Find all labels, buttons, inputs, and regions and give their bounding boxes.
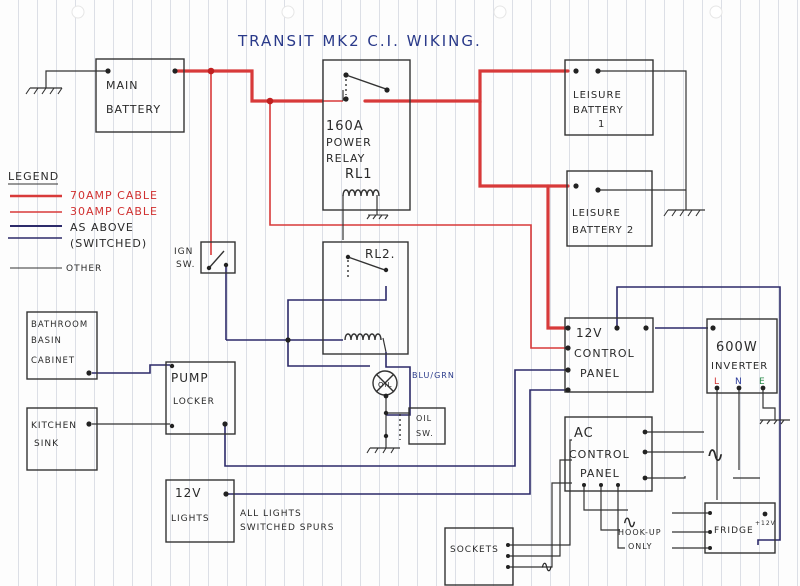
bathroom-box <box>26 311 98 380</box>
relay-contacts <box>208 74 401 440</box>
inverter-terminal-e: E <box>759 377 766 387</box>
svg-text:RL1: RL1 <box>345 167 373 182</box>
inverter-box <box>706 318 778 394</box>
svg-text:BATTERY: BATTERY <box>573 105 624 116</box>
svg-text:BASIN: BASIN <box>31 336 62 346</box>
ac-symbol-icon: ∿ <box>706 443 725 468</box>
svg-text:CABINET: CABINET <box>31 356 75 366</box>
oil-switch-box <box>408 407 446 445</box>
legend: LEGEND 70AMP CABLE 30AMP CABLE AS ABOVE … <box>8 170 158 274</box>
svg-text:SW.: SW. <box>176 260 195 270</box>
fridge-label: FRIDGE <box>714 526 754 536</box>
svg-text:BATTERY 2: BATTERY 2 <box>572 225 634 236</box>
blu-grn-label: BLU/GRN <box>412 371 455 380</box>
sockets-label: SOCKETS <box>450 545 499 555</box>
bathroom-label: BATHROOM <box>31 320 88 330</box>
ac-symbol-icon: ∿ <box>622 512 638 533</box>
fridge-12v-tag: +12V <box>755 520 776 527</box>
svg-text:INVERTER: INVERTER <box>711 361 768 372</box>
ign-switch-label: IGN <box>174 247 193 257</box>
lights-label: 12V <box>175 486 201 500</box>
svg-text:RELAY: RELAY <box>326 152 365 165</box>
main-battery-box <box>95 58 185 133</box>
inverter-terminal-n: N <box>735 377 743 387</box>
pump-label: PUMP <box>171 371 209 385</box>
svg-text:LOCKER: LOCKER <box>173 397 215 407</box>
control12-box <box>564 317 654 393</box>
legend-label-30amp: 30AMP CABLE <box>70 205 158 218</box>
fridge-box <box>704 502 776 554</box>
ign-switch-box <box>200 241 236 274</box>
legend-label-70amp: 70AMP CABLE <box>70 189 158 202</box>
ground-icons <box>25 87 785 454</box>
punch-holes <box>71 5 723 19</box>
relay2-box <box>322 241 409 355</box>
cables-30amp <box>210 71 568 349</box>
diagram-title: TRANSIT MK2 C.I. WIKING. <box>237 32 482 50</box>
ac-panel-box <box>564 416 653 492</box>
svg-text:CONTROL: CONTROL <box>569 448 630 461</box>
pump-box <box>165 361 236 435</box>
svg-text:CONTROL: CONTROL <box>574 347 635 360</box>
relay2-label: RL2. <box>365 247 395 261</box>
svg-text:1: 1 <box>598 119 605 130</box>
svg-text:ONLY: ONLY <box>628 542 653 551</box>
kitchen-box <box>26 407 98 471</box>
svg-text:PANEL: PANEL <box>580 367 620 380</box>
cables-other <box>30 70 790 568</box>
legend-label-other: OTHER <box>66 264 102 274</box>
inverter-terminal-l: L <box>714 377 720 387</box>
relay1-label: 160A <box>326 119 364 134</box>
leisure1-label: LEISURE <box>573 90 622 101</box>
leisure2-label: LEISURE <box>572 208 621 219</box>
terminal-dots <box>86 68 768 569</box>
sockets-box <box>444 527 514 586</box>
legend-label-switched: AS ABOVE <box>70 221 134 234</box>
oil-switch-label: OIL <box>416 414 432 423</box>
leisure1-box <box>564 59 654 136</box>
svg-text:PANEL: PANEL <box>580 467 620 480</box>
lights-box <box>165 479 235 543</box>
relay1-coil-icon <box>342 189 380 197</box>
red-junctions <box>207 67 274 105</box>
inverter-label: 600W <box>716 340 758 355</box>
relay2-coil-icon <box>344 333 382 341</box>
svg-text:BATTERY: BATTERY <box>106 103 161 116</box>
leisure2-box <box>566 170 653 247</box>
oil-lamp-label: OIL <box>378 381 392 389</box>
legend-label-switched-note: (SWITCHED) <box>70 237 147 250</box>
relay1-box <box>322 59 411 211</box>
svg-text:LIGHTS: LIGHTS <box>171 514 210 524</box>
ac-panel-label: AC <box>574 426 594 441</box>
ac-symbol-icon: ∿ <box>540 557 554 576</box>
svg-text:SW.: SW. <box>416 429 434 438</box>
svg-text:SWITCHED SPURS: SWITCHED SPURS <box>240 523 334 533</box>
main-battery-label: MAIN <box>106 79 139 92</box>
svg-text:POWER: POWER <box>326 136 372 149</box>
lights-note: ALL LIGHTS <box>240 509 302 519</box>
cables-switched <box>92 265 781 545</box>
svg-text:SINK: SINK <box>34 439 59 449</box>
control12-label: 12V <box>576 326 602 340</box>
component-labels: MAIN BATTERY 160A POWER RELAY RL1 LEISUR… <box>31 79 776 576</box>
legend-heading: LEGEND <box>8 170 59 183</box>
hookup-label: HOOK-UP <box>618 528 662 537</box>
cables-70amp <box>173 69 570 330</box>
kitchen-label: KITCHEN <box>31 421 77 431</box>
component-boxes <box>26 58 778 586</box>
